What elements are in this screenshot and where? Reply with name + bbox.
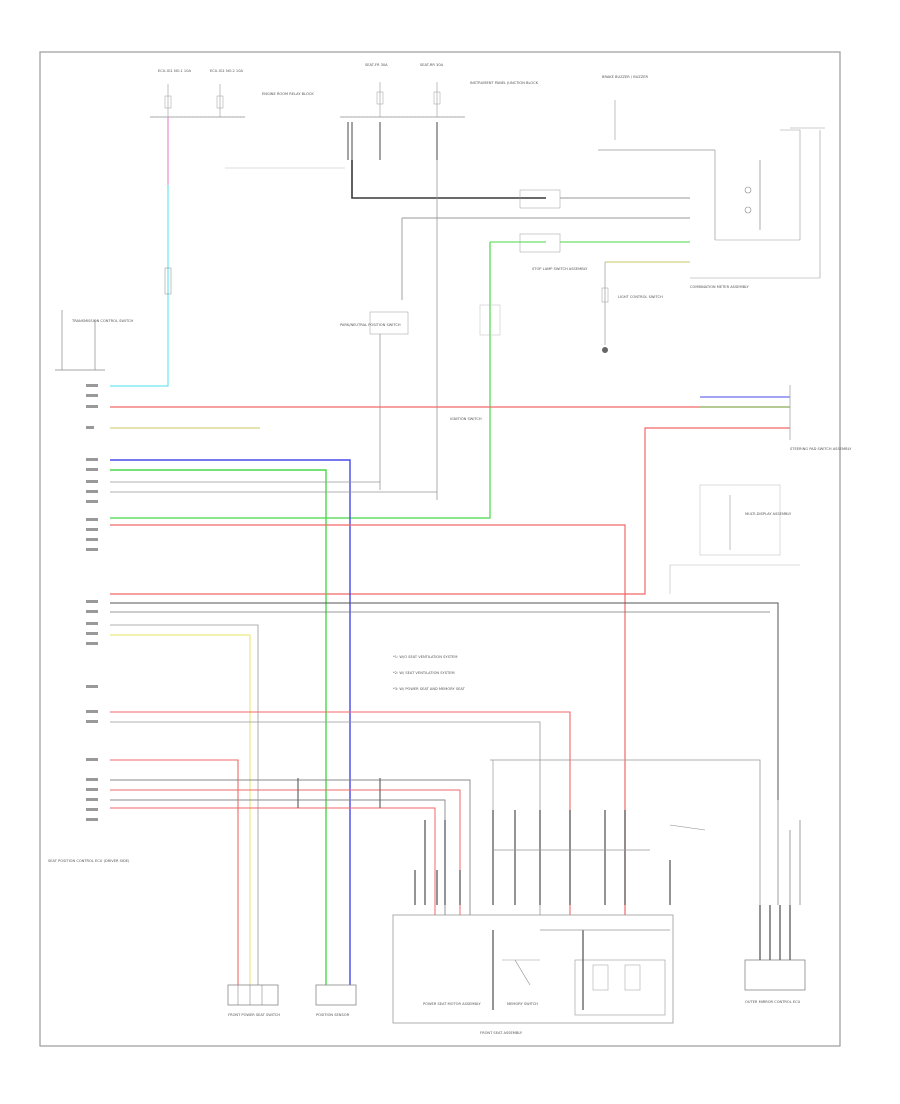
legend-note-3: *3: W/ POWER SEAT AND MEMORY SEAT: [393, 687, 466, 691]
brake-buzzer: BRAKE BUZZER / BUZZER COMBINATION METER …: [598, 75, 801, 289]
multi-display: MULTI-DISPLAY ASSEMBLY: [699, 484, 792, 556]
steering-pad-label: STEERING PAD SWITCH ASSEMBLY: [790, 447, 852, 451]
seat-motor-label: POWER SEAT MOTOR ASSEMBLY: [423, 1002, 482, 1006]
fuse-block-top-center: SEAT-FR 30A SEAT-RR 30A INSTRUMENT PANEL…: [225, 63, 539, 169]
wire-gray-low-2: [490, 759, 761, 915]
pin-labels-left: [86, 384, 98, 821]
fuse-top-b-label: SEAT-RR 30A: [420, 63, 444, 67]
wire-gray-seat-2: [669, 824, 706, 831]
wire-gray-low-3: [110, 779, 471, 915]
wire-black-power: [351, 160, 546, 199]
ignition-sw-label: IGNITION SWITCH: [450, 417, 482, 421]
midline-connectors: [297, 778, 381, 808]
combination-meter-label: COMBINATION METER ASSEMBLY: [690, 285, 750, 289]
wire-red-right-drop: [110, 427, 790, 595]
wire-red-mid: [110, 524, 626, 915]
wire-red-low-2: [110, 759, 239, 985]
light-sw-label: LIGHT CONTROL SWITCH: [618, 295, 663, 299]
memory-switch-label: MEMORY SWITCH: [507, 1002, 538, 1006]
ignition-switch: IGNITION SWITCH: [436, 160, 501, 500]
wire-red-low-1: [110, 711, 571, 915]
position-sensor-label: POSITION SENSOR: [316, 1013, 350, 1017]
wire-gray-low-1: [110, 721, 541, 915]
diagram-border: [39, 51, 841, 1047]
seat-connectors: [414, 810, 671, 1010]
stop-lamp-switch: STOP LAMP SWITCH ASSEMBLY: [519, 189, 588, 271]
instrument-panel-jb-label: INSTRUMENT PANEL JUNCTION BLOCK: [470, 81, 539, 85]
brake-buzzer-label: BRAKE BUZZER / BUZZER: [602, 75, 648, 79]
legend-note-2: *2: W/ SEAT VENTILATION SYSTEM: [393, 671, 455, 675]
legend-notes: *1: W/O SEAT VENTILATION SYSTEM *2: W/ S…: [393, 655, 466, 691]
seat-ecu-label: SEAT POSITION CONTROL ECU (DRIVER SIDE): [48, 859, 130, 863]
stop-lamp-label: STOP LAMP SWITCH ASSEMBLY: [532, 267, 588, 271]
wire-black-1: [110, 602, 779, 800]
wire-gray-3: [110, 624, 259, 985]
position-sensor: POSITION SENSOR: [315, 984, 357, 1017]
connector-stubs-top: [347, 122, 438, 160]
wire-green-main: [110, 242, 491, 519]
outer-mirror-ecu: OUTER MIRROR CONTROL ECU: [744, 800, 806, 1004]
park-neutral-label: PARK/NEUTRAL POSITION SWITCH: [340, 323, 401, 327]
front-seat-assembly: POWER SEAT MOTOR ASSEMBLY MEMORY SWITCH …: [392, 914, 674, 1035]
park-neutral-switch: PARK/NEUTRAL POSITION SWITCH: [340, 311, 409, 490]
transmission-ctrl-label: TRANSMISSION CONTROL SWITCH: [71, 319, 133, 323]
steering-pad-switch: STEERING PAD SWITCH ASSEMBLY: [789, 385, 852, 451]
legend-note-1: *1: W/O SEAT VENTILATION SYSTEM: [393, 655, 457, 659]
wire-red-low-3: [110, 789, 461, 915]
fuse-top-a-label: SEAT-FR 30A: [365, 63, 388, 67]
wire-gray-seat-1: [492, 760, 670, 931]
multi-display-label: MULTI-DISPLAY ASSEMBLY: [745, 512, 792, 516]
wire-yellow-main: [110, 634, 251, 985]
wire-red-low-4: [110, 807, 436, 915]
wire-gray-b: [401, 217, 690, 300]
front-seat-sw-label: FRONT POWER SEAT SWITCH: [228, 1013, 280, 1017]
fuse-block-top-left: ECU-IG1 NO.1 10A ECU-IG1 NO.2 10A ENGINE…: [150, 69, 314, 118]
front-power-seat-switch: FRONT POWER SEAT SWITCH: [227, 984, 280, 1017]
light-control-switch: LIGHT CONTROL SWITCH: [601, 262, 663, 353]
wire-gray-right-box: [669, 564, 800, 594]
fuse-left-b-label: ECU-IG1 NO.2 10A: [210, 69, 243, 73]
transmission-control-switch: TRANSMISSION CONTROL SWITCH: [55, 310, 133, 371]
wire-green-vertical: [110, 469, 327, 985]
wire-cyan: [110, 185, 169, 387]
fuse-left-a-label: ECU-IG1 NO.1 10A: [158, 69, 191, 73]
front-seat-assembly-label: FRONT SEAT ASSEMBLY: [480, 1031, 523, 1035]
engine-room-relay-label: ENGINE ROOM RELAY BLOCK: [262, 92, 314, 96]
outer-mirror-label: OUTER MIRROR CONTROL ECU: [745, 1000, 801, 1004]
wire-gray-low-4: [110, 799, 446, 915]
wire-blue-main: [110, 459, 351, 985]
